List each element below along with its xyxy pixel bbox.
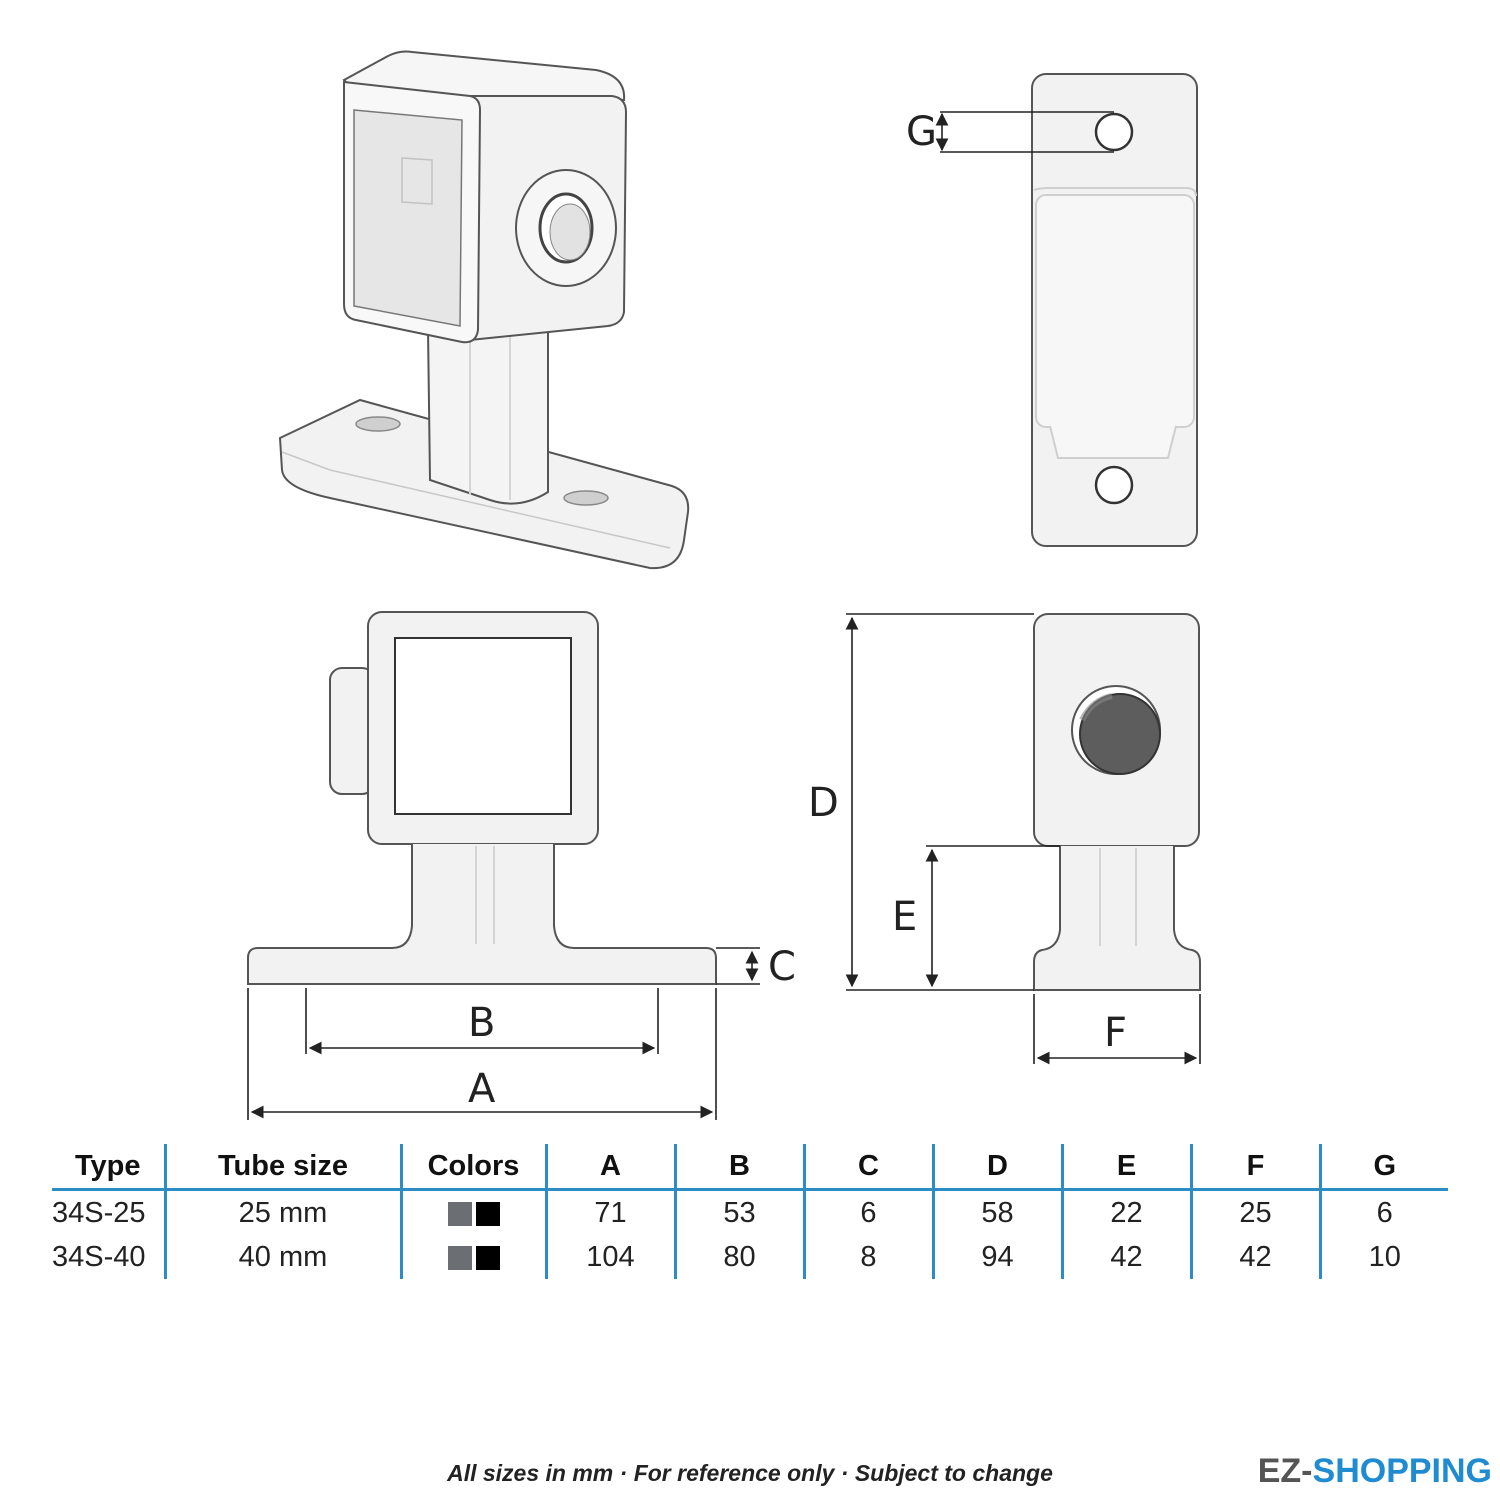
cell-type: 34S-25 (52, 1196, 146, 1229)
color-swatch-black (475, 1201, 500, 1226)
col-header-type: Type (52, 1144, 165, 1191)
cell-c: 6 (802, 1189, 933, 1235)
col-header-e: E (1060, 1144, 1191, 1191)
col-header-a: A (544, 1144, 675, 1191)
cell-type: 34S-40 (52, 1240, 146, 1273)
cell-colors (399, 1235, 546, 1279)
cell-e: 22 (1060, 1189, 1191, 1235)
cell-e: 42 (1060, 1235, 1191, 1279)
brand-part-1: EZ- (1257, 1452, 1313, 1490)
col-header-colors: Colors (399, 1144, 546, 1191)
dim-label-a: A (468, 1066, 496, 1112)
dim-label-e: E (892, 894, 917, 940)
cell-d: 94 (931, 1235, 1062, 1279)
col-header-d: D (931, 1144, 1062, 1191)
technical-drawings: G C B A D (247, 50, 1201, 1120)
cell-g: 6 (1318, 1189, 1448, 1235)
brand-part-2: SHOPPING (1312, 1452, 1492, 1490)
footer-note: All sizes in mm · For reference only · S… (447, 1460, 1053, 1486)
dim-label-g: G (906, 109, 937, 155)
cell-tube-size: 40 mm (163, 1235, 401, 1279)
dim-label-c: C (768, 944, 796, 990)
cell-colors (399, 1189, 546, 1235)
color-swatch-black (475, 1245, 500, 1270)
cell-f: 25 (1189, 1189, 1320, 1235)
col-header-c: C (802, 1144, 933, 1191)
table-row: 34S-25 25 mm 71 53 6 58 22 25 6 (52, 1189, 1448, 1235)
cell-a: 71 (544, 1189, 675, 1235)
cell-a: 104 (544, 1235, 675, 1279)
side-view: D E F (808, 613, 1201, 1065)
col-header-tube-size: Tube size (163, 1144, 401, 1191)
cell-f: 42 (1189, 1235, 1320, 1279)
dim-label-b: B (468, 1000, 495, 1046)
col-header-f: F (1189, 1144, 1320, 1191)
dim-label-d: D (808, 780, 839, 826)
cell-b: 80 (673, 1235, 804, 1279)
table-row: 34S-40 40 mm 104 80 8 94 42 42 10 (52, 1235, 1448, 1279)
isometric-view (278, 50, 690, 570)
cell-b: 53 (673, 1189, 804, 1235)
cell-tube-size: 25 mm (163, 1189, 401, 1235)
col-header-g: G (1318, 1144, 1448, 1191)
cell-g: 10 (1318, 1235, 1448, 1279)
table-header-row: Type Tube size Colors A B C D E F G (52, 1144, 1448, 1191)
brand-logo: EZ-SHOPPING (1258, 1452, 1492, 1491)
top-view: G (906, 73, 1198, 547)
spec-table: Type Tube size Colors A B C D E F G 34S-… (52, 1144, 1448, 1279)
color-swatch-grey (447, 1201, 472, 1226)
dim-label-f: F (1104, 1010, 1127, 1056)
color-swatch-grey (447, 1245, 472, 1270)
cell-c: 8 (802, 1235, 933, 1279)
cell-d: 58 (931, 1189, 1062, 1235)
col-header-b: B (673, 1144, 804, 1191)
front-view: C B A (247, 611, 796, 1120)
